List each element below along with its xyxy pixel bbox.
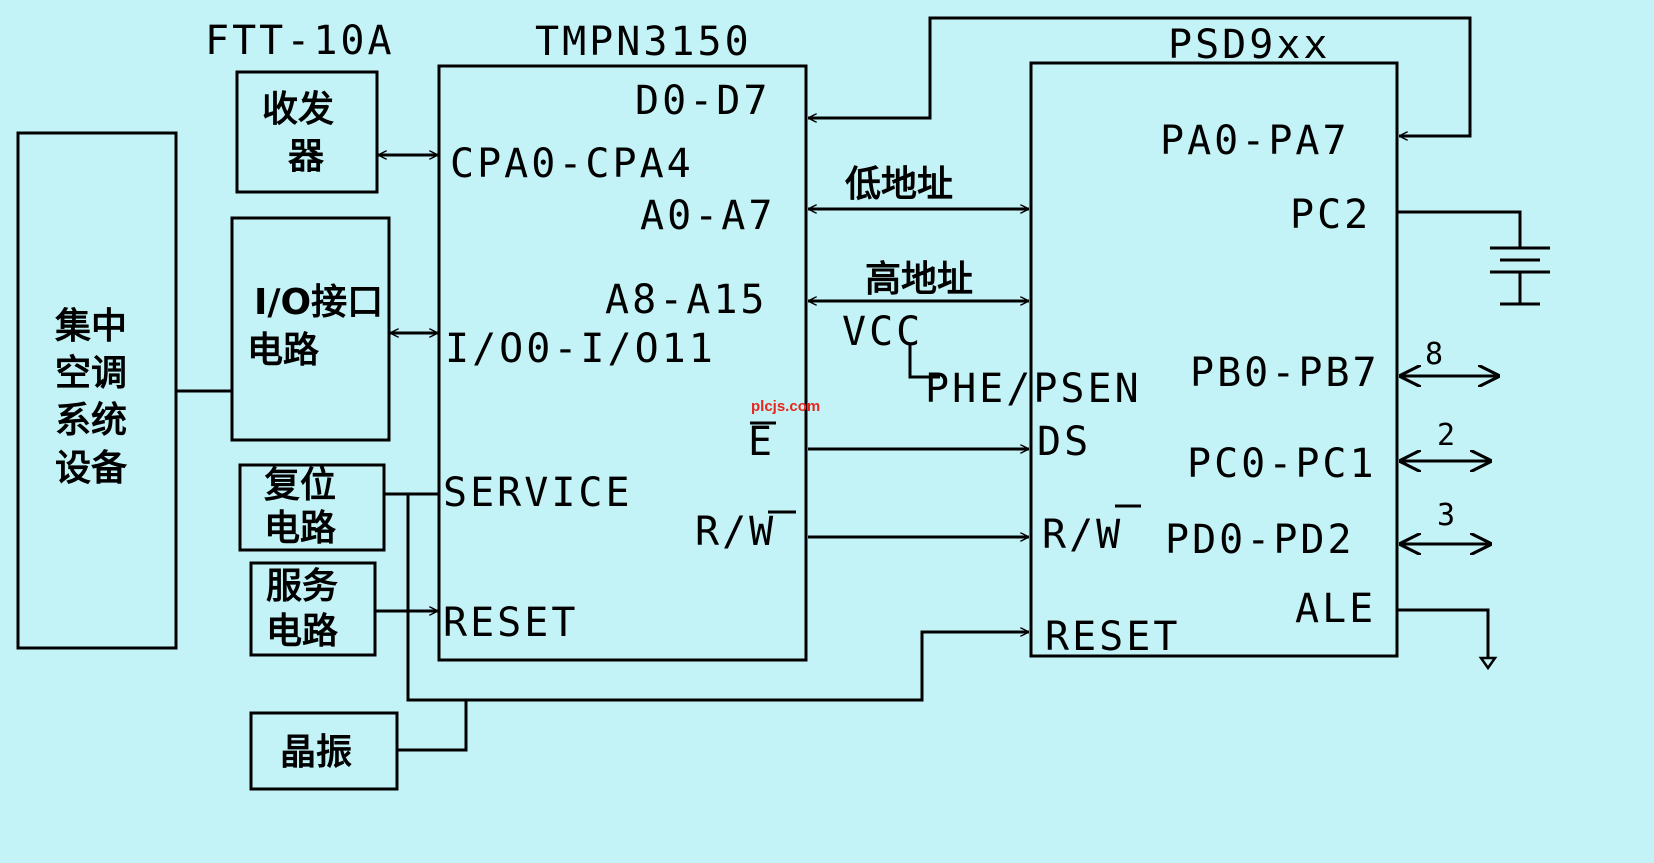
psd-pin-pb: PB0-PB7: [1190, 350, 1380, 396]
psd-pin-reset: RESET: [1045, 614, 1180, 660]
reset-circuit-label-2: 电路: [264, 508, 337, 549]
data-bus-loop: [808, 16, 1472, 136]
crystal-wire: [397, 700, 468, 752]
high-addr-label: 高地址: [865, 259, 973, 300]
io-circuit-box: [230, 216, 391, 442]
device-label-4: 设备: [55, 448, 128, 489]
crystal-label: 晶振: [280, 732, 352, 773]
io-circuit-label-1: I/O接口: [254, 282, 383, 323]
psd-reset-wire: [406, 494, 1029, 702]
reset-circuit-box: [238, 463, 386, 552]
psd-title: PSD9xx: [1168, 22, 1331, 68]
psd-pin-pc2: PC2: [1290, 192, 1371, 238]
pb-width: 8: [1425, 337, 1446, 372]
device-label-2: 空调: [55, 353, 127, 394]
neuron-pin-a-low: A0-A7: [640, 193, 775, 239]
neuron-pin-reset: RESET: [443, 600, 578, 646]
psd-pin-pa: PA0-PA7: [1160, 118, 1350, 164]
psd-pin-pd: PD0-PD2: [1165, 517, 1355, 563]
psd-pin-rw: R/W: [1042, 512, 1123, 558]
pc-width: 2: [1437, 418, 1458, 453]
pc2-wire: [1398, 210, 1522, 248]
neuron-pin-d: D0-D7: [635, 78, 770, 124]
ale-ground-icon: [1478, 656, 1498, 671]
neuron-pin-io: I/O0-I/O11: [445, 326, 716, 372]
neuron-chip-box: [437, 64, 808, 662]
reset-circuit-label-1: 复位: [264, 465, 336, 506]
vcc-label: VCC: [842, 309, 923, 355]
service-circuit-label-2: 电路: [266, 611, 339, 652]
neuron-pin-rw: R/W: [695, 509, 776, 555]
neuron-pin-e: E: [748, 419, 775, 465]
psd-pin-pc: PC0-PC1: [1187, 441, 1377, 487]
psd-pin-ds: DS: [1037, 419, 1091, 465]
neuron-pin-cpa: CPA0-CPA4: [450, 141, 694, 187]
neuron-pin-a-high: A8-A15: [605, 277, 768, 323]
service-circuit-label-1: 服务: [266, 566, 338, 607]
neuron-pin-service: SERVICE: [443, 470, 633, 516]
transceiver-label-1: 收发: [262, 89, 334, 130]
watermark: plcjs.com: [751, 398, 820, 415]
transceiver-label-2: 器: [288, 136, 325, 177]
service-circuit-box: [249, 561, 377, 657]
psd-pin-ale: ALE: [1295, 586, 1376, 632]
psd-pin-phe: PHE/PSEN: [925, 366, 1142, 412]
io-circuit-label-2: 电路: [247, 330, 320, 371]
neuron-title: TMPN3150: [535, 19, 752, 65]
ale-wire: [1398, 608, 1490, 658]
device-label-1: 集中: [54, 306, 127, 347]
ftt-title: FTT-10A: [205, 18, 395, 64]
pd-width: 3: [1437, 498, 1458, 533]
psd-chip-box: [1029, 61, 1399, 658]
vcc-phe-wire: [908, 345, 940, 379]
low-addr-label: 低地址: [845, 164, 953, 205]
transceiver-box: [235, 70, 379, 194]
device-label-3: 系统: [55, 400, 127, 441]
